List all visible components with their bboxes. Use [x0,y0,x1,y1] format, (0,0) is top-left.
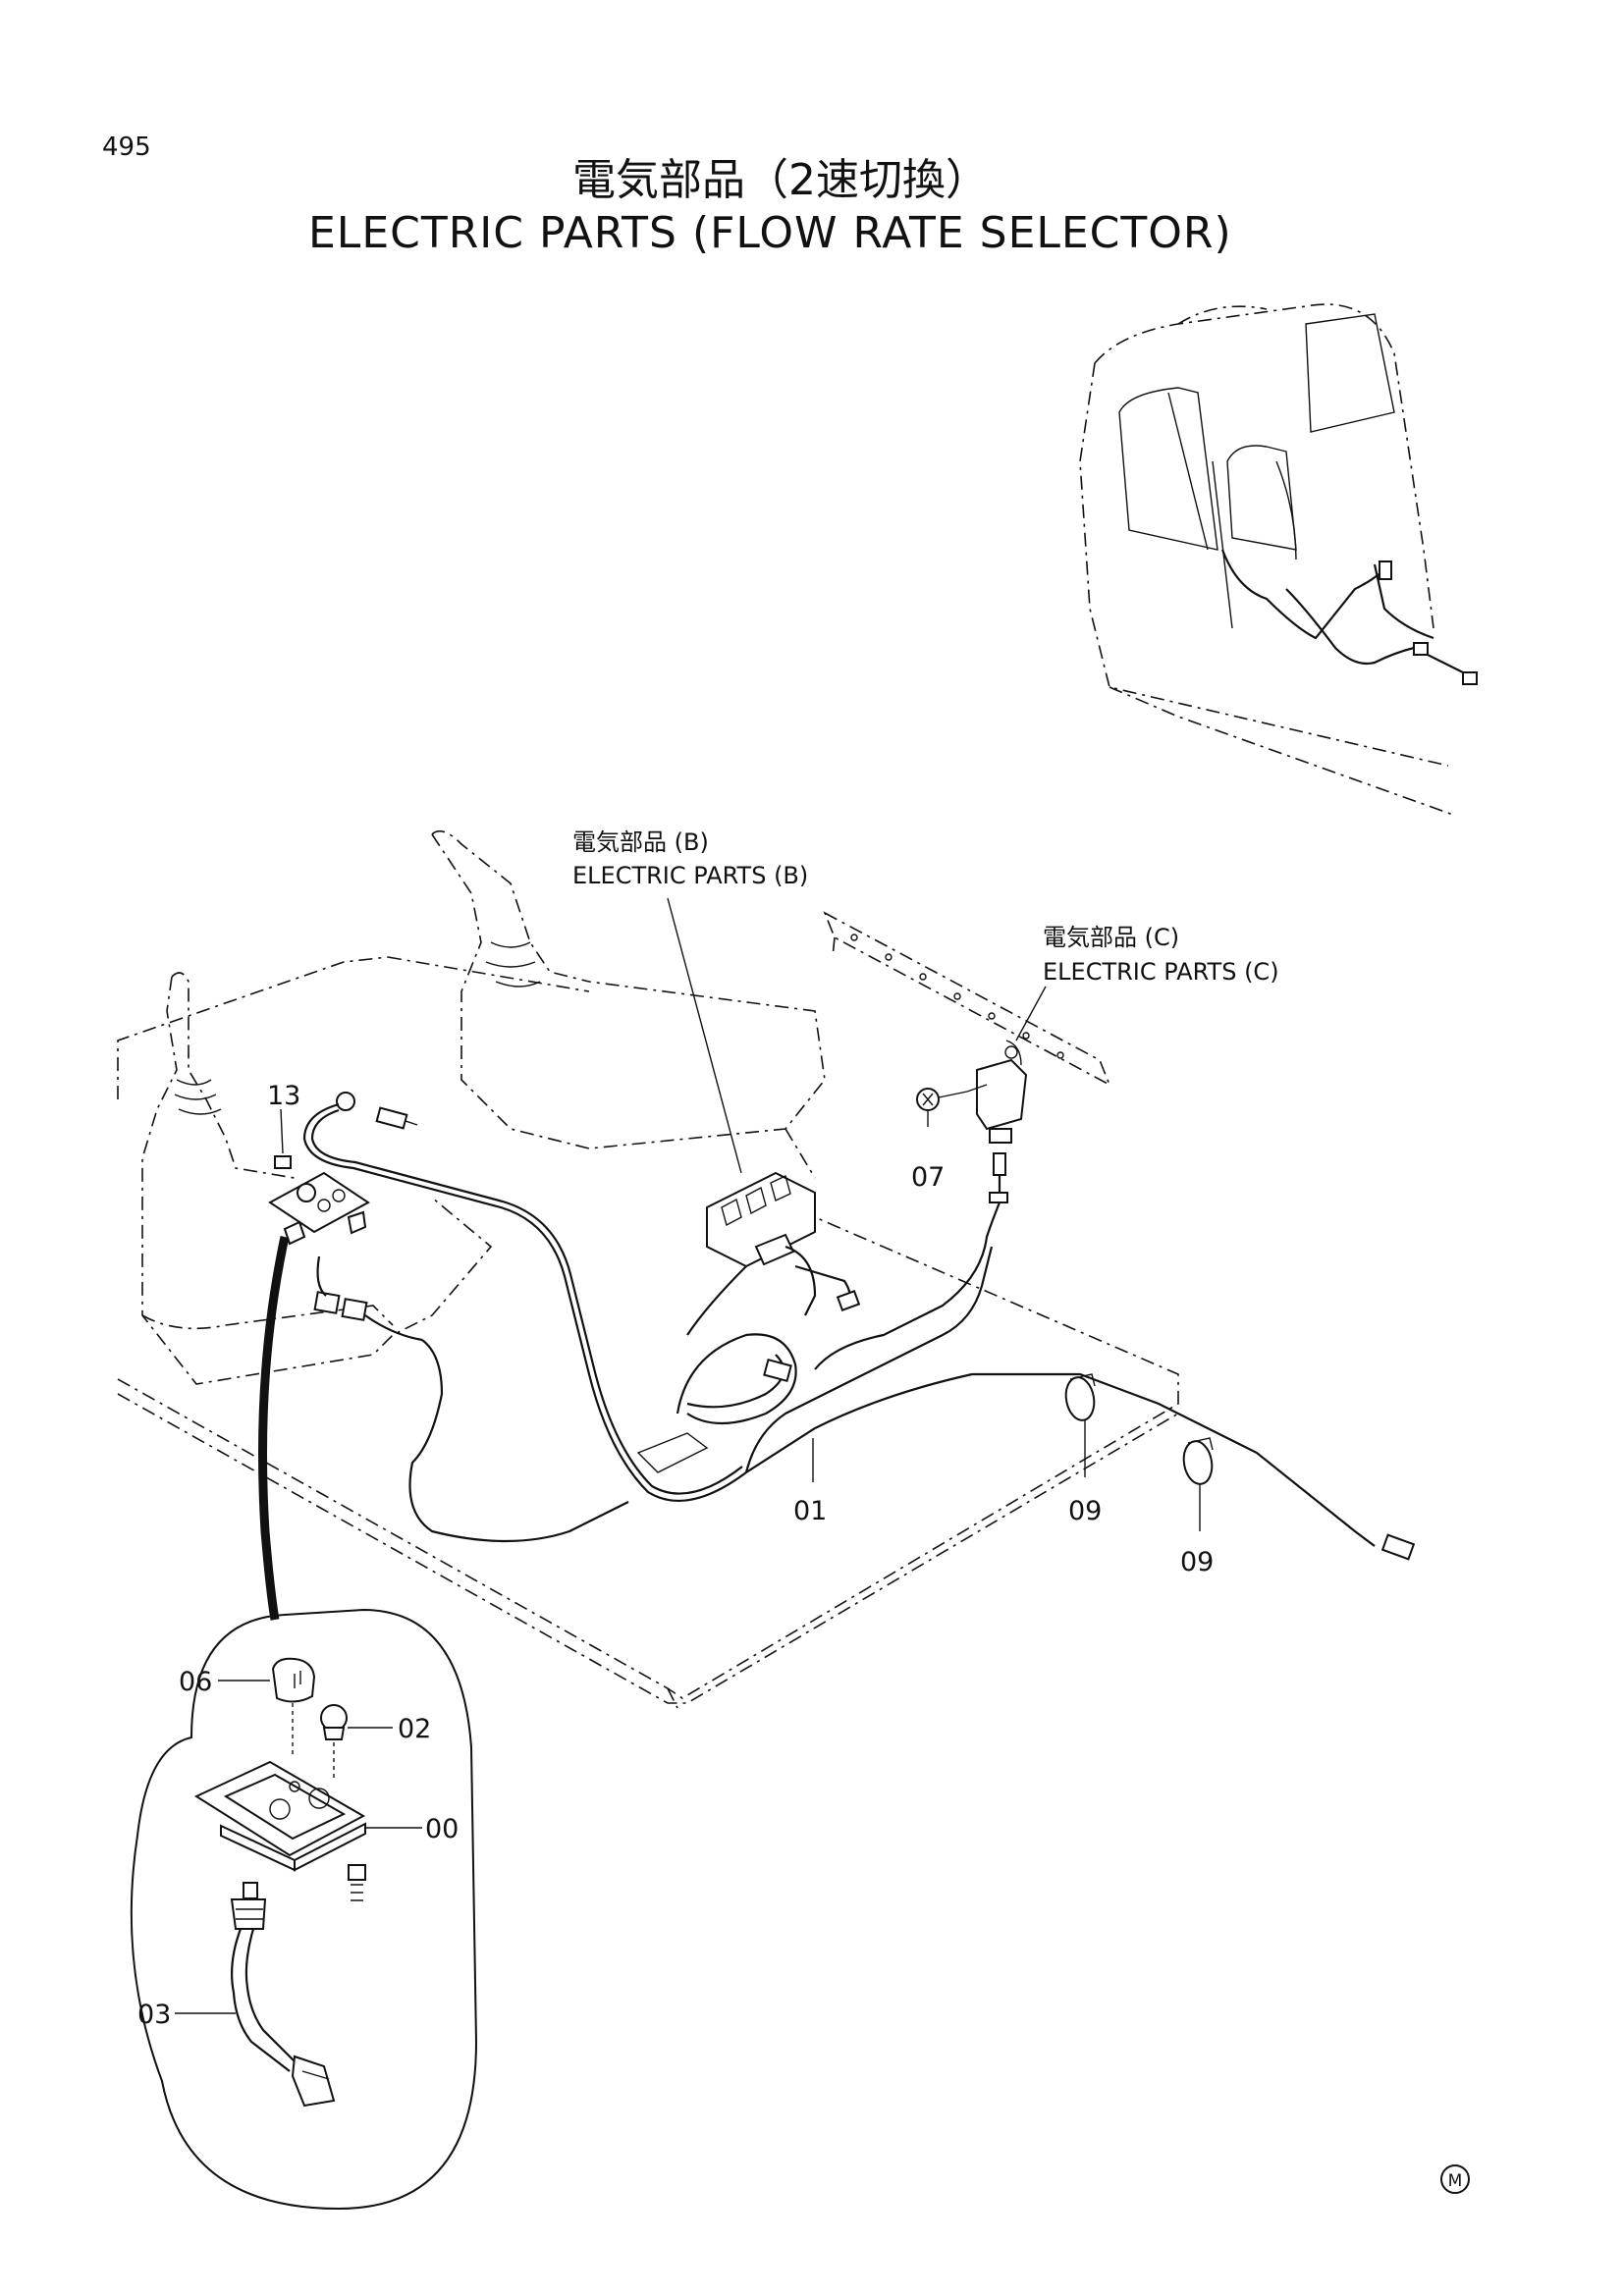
title-english: ELECTRIC PARTS (FLOW RATE SELECTOR) [308,208,1232,258]
harness-clamps [1064,1373,1214,1485]
callout-02: 02 [398,1714,431,1744]
corner-mark-m: M [1440,2164,1470,2194]
right-console [431,829,826,1179]
detail-leader [258,1236,290,1621]
left-console [141,972,493,1385]
leader-ref-b [667,897,742,1174]
leader-13 [280,1108,284,1154]
callout-01: 01 [793,1496,827,1526]
cab-illustration [1079,303,1478,816]
ref-b-en: ELECTRIC PARTS (B) [572,862,808,889]
callout-09-a: 09 [1068,1496,1102,1526]
ref-b-jp: 電気部品 (B) [572,828,709,856]
callout-03: 03 [137,2000,171,2030]
detail-balloon [130,1608,478,2211]
electric-parts-b-unit [686,1171,861,1383]
callout-00: 00 [425,1814,459,1844]
ref-c-jp: 電気部品 (C) [1043,924,1179,951]
title-japanese: 電気部品（2速切換） [572,155,989,205]
floor-plate [117,956,1179,1709]
corner-mark-letter: M [1448,2171,1463,2191]
callout-13: 13 [267,1081,300,1111]
callout-09-b: 09 [1180,1547,1214,1577]
switch-panel-assembly [268,1155,370,1246]
page-number: 495 [102,133,151,162]
main-harness [302,1102,1416,1561]
callout-07: 07 [911,1162,945,1193]
pressure-sensor-plug [336,1092,418,1130]
ref-c-en: ELECTRIC PARTS (C) [1043,958,1279,986]
leader-ref-c [1015,986,1047,1041]
electric-parts-c-bracket [814,911,1111,1370]
callout-06: 06 [179,1667,212,1697]
switch-connectors [313,1255,423,1342]
